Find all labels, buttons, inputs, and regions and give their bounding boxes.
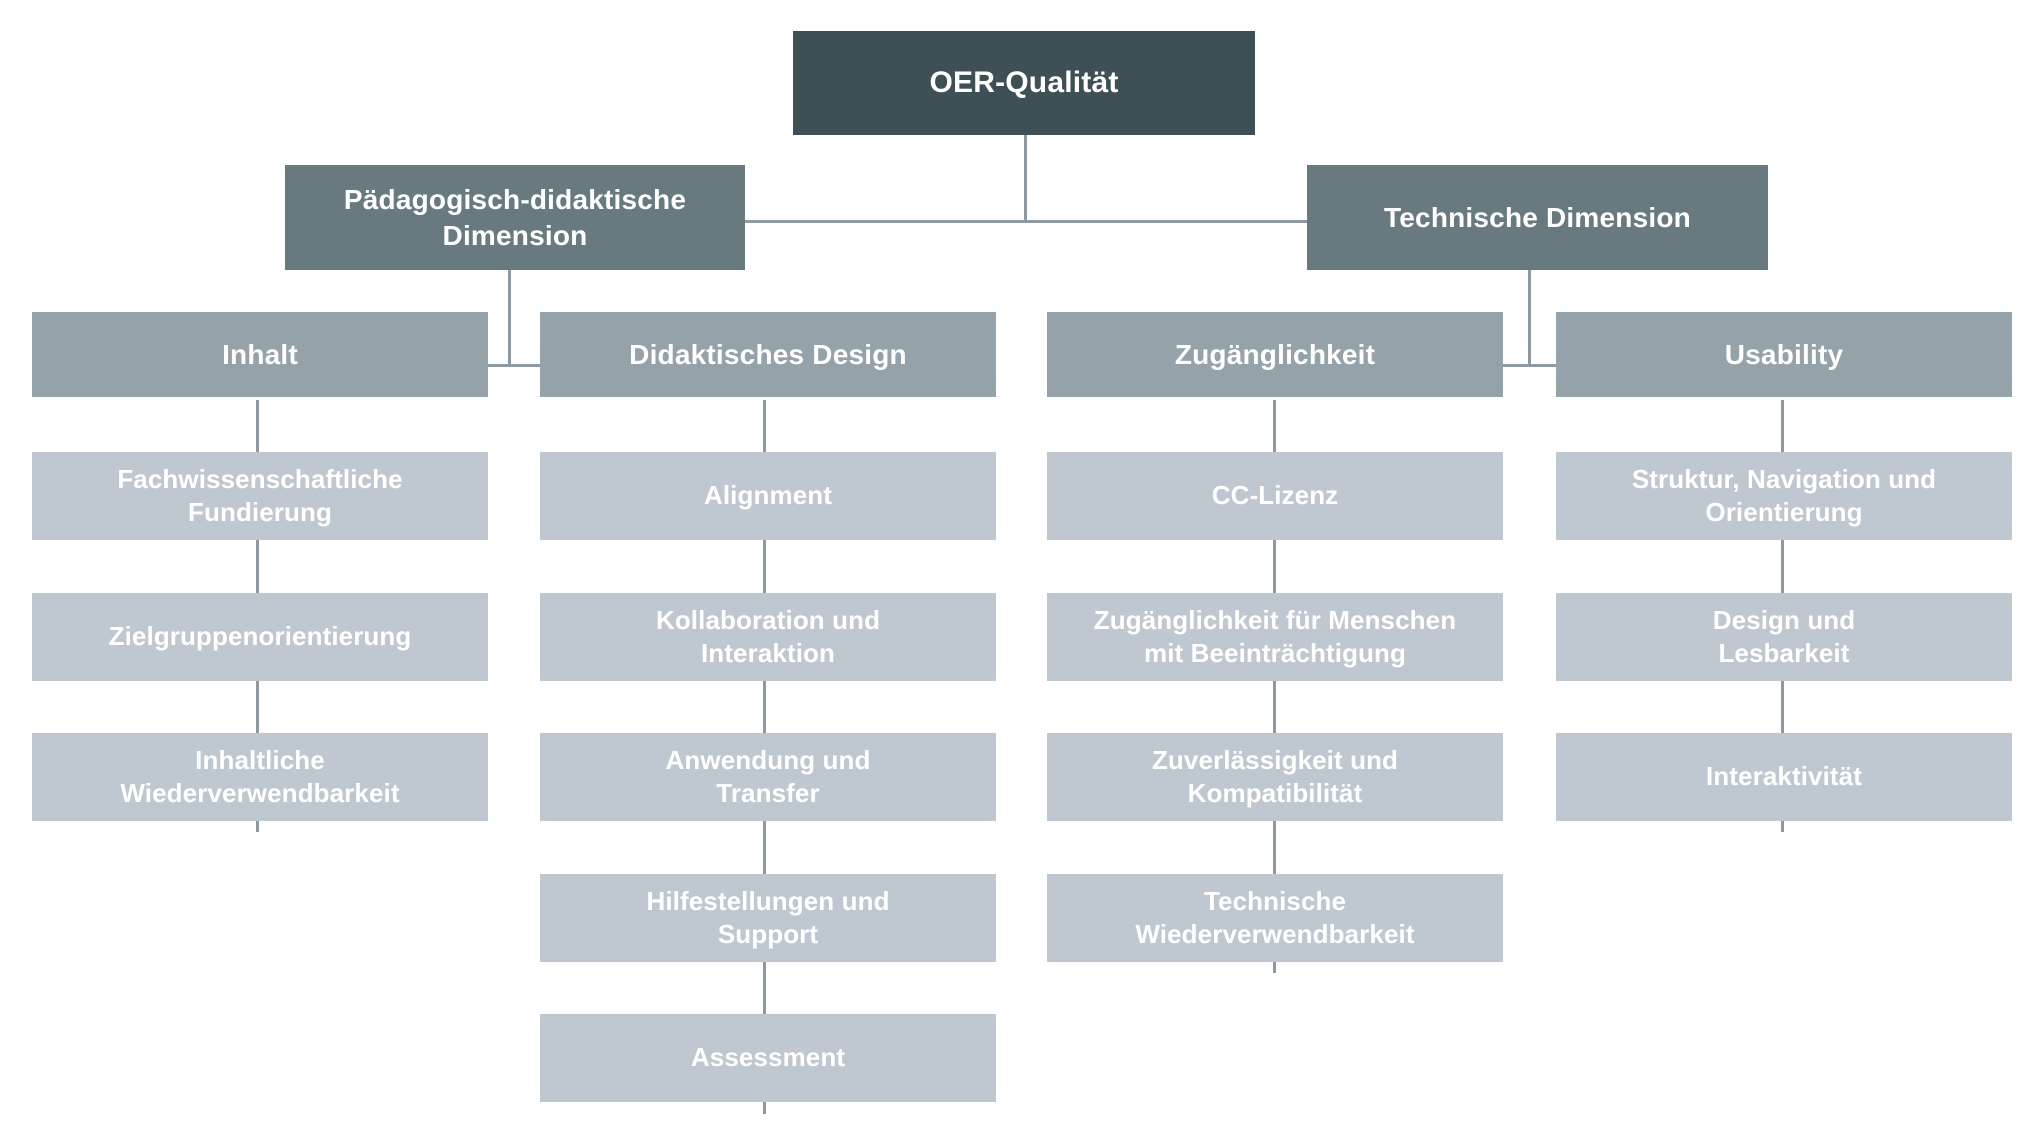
node-label: Design und Lesbarkeit [1712,604,1856,668]
node-criterion-alignment[interactable]: Alignment [540,452,996,540]
node-label: Assessment [690,1042,846,1073]
node-label: Kollaboration und Interaktion [655,604,881,668]
connector-level3-left-horizontal [256,364,764,367]
node-label: Pädagogisch-didaktische Dimension [343,183,687,251]
node-label: OER-Qualität [929,65,1119,99]
node-label: Usability [1724,338,1844,370]
node-category-zugaenglichkeit[interactable]: Zugänglichkeit [1047,312,1503,397]
connector-level2-horizontal [745,220,1307,223]
node-criterion-zielgruppenorientierung[interactable]: Zielgruppenorientierung [32,593,488,681]
node-label: Didaktisches Design [629,338,907,370]
connector-column-zugaenglichkeit-spine [1273,400,1276,973]
node-label: Fachwissenschaftliche Fundierung [117,463,403,527]
node-label: Zuverlässigkeit und Kompatibilität [1151,744,1399,808]
node-criterion-fachwissenschaftliche-fundierung[interactable]: Fachwissenschaftliche Fundierung [32,452,488,540]
node-dimension-technische[interactable]: Technische Dimension [1307,165,1768,270]
node-label: Hilfestellungen und Support [646,885,890,949]
node-label: Interaktivität [1705,761,1862,792]
connector-dimension-right-down [1528,268,1531,366]
node-label: Anwendung und Transfer [665,744,871,808]
node-criterion-assessment[interactable]: Assessment [540,1014,996,1102]
node-criterion-struktur-navigation-orientierung[interactable]: Struktur, Navigation und Orientierung [1556,452,2012,540]
node-label: Zielgruppenorientierung [108,621,412,652]
node-label: Alignment [703,480,832,511]
node-category-didaktisches-design[interactable]: Didaktisches Design [540,312,996,397]
connector-root-down [1024,134,1027,222]
node-criterion-zugaenglichkeit-beeintraechtigung[interactable]: Zugänglichkeit für Menschen mit Beeinträ… [1047,593,1503,681]
node-criterion-zuverlaessigkeit-und-kompatibilitaet[interactable]: Zuverlässigkeit und Kompatibilität [1047,733,1503,821]
node-category-inhalt[interactable]: Inhalt [32,312,488,397]
connector-level3-right-horizontal [1274,364,1782,367]
node-category-usability[interactable]: Usability [1556,312,2012,397]
node-label: Zugänglichkeit [1174,338,1376,370]
node-criterion-interaktivitaet[interactable]: Interaktivität [1556,733,2012,821]
node-criterion-cc-lizenz[interactable]: CC-Lizenz [1047,452,1503,540]
node-criterion-technische-wiederverwendbarkeit[interactable]: Technische Wiederverwendbarkeit [1047,874,1503,962]
node-label: Technische Wiederverwendbarkeit [1135,885,1415,949]
node-dimension-paedagogisch-didaktisch[interactable]: Pädagogisch-didaktische Dimension [285,165,745,270]
node-label: Technische Dimension [1384,201,1691,233]
node-label: Struktur, Navigation und Orientierung [1631,463,1937,527]
connector-dimension-left-down [508,268,511,366]
node-criterion-anwendung-und-transfer[interactable]: Anwendung und Transfer [540,733,996,821]
node-criterion-hilfestellungen-und-support[interactable]: Hilfestellungen und Support [540,874,996,962]
node-label: Zugänglichkeit für Menschen mit Beeinträ… [1093,604,1457,668]
node-label: Inhaltliche Wiederverwendbarkeit [120,744,400,808]
node-criterion-design-und-lesbarkeit[interactable]: Design und Lesbarkeit [1556,593,2012,681]
node-criterion-inhaltliche-wiederverwendbarkeit[interactable]: Inhaltliche Wiederverwendbarkeit [32,733,488,821]
node-root-oer-qualitaet[interactable]: OER-Qualität [793,31,1255,135]
node-label: CC-Lizenz [1211,480,1339,511]
node-criterion-kollaboration-und-interaktion[interactable]: Kollaboration und Interaktion [540,593,996,681]
node-label: Inhalt [222,338,298,370]
